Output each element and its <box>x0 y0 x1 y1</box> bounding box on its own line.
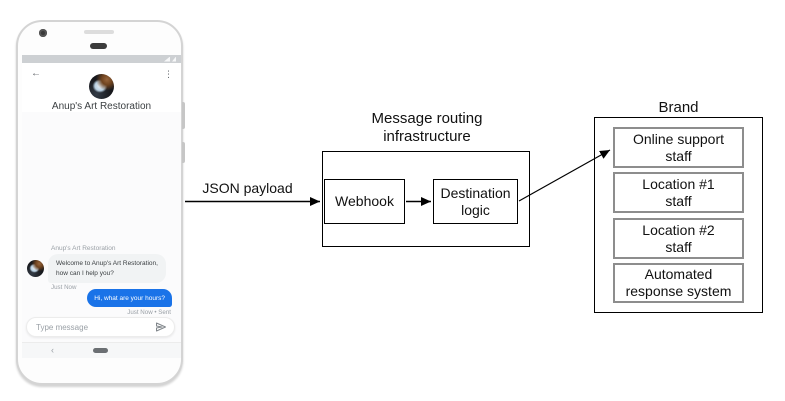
sender-label: Anup's Art Restoration <box>51 245 116 252</box>
brand-title: Brand <box>658 99 699 116</box>
incoming-timestamp: Just Now <box>51 284 77 291</box>
contact-avatar <box>89 74 114 99</box>
destination-logic-box: Destination logic <box>433 179 518 224</box>
incoming-message-bubble: Welcome to Anup's Art Restoration, how c… <box>48 254 166 283</box>
conversation-title: Anup's Art Restoration <box>51 101 152 112</box>
brand-item-location-1: Location #1 staff <box>613 172 744 213</box>
brand-item-online-support: Online support staff <box>613 127 744 168</box>
message-avatar <box>27 260 44 277</box>
message-composer[interactable] <box>26 317 175 337</box>
phone-mockup: ← ⋮ Anup's Art Restoration Anup's Art Re… <box>16 20 185 385</box>
back-arrow-icon[interactable]: ← <box>31 68 41 79</box>
webhook-box: Webhook <box>324 179 405 224</box>
message-input[interactable] <box>36 322 154 332</box>
json-payload-label: JSON payload <box>202 180 293 196</box>
routing-container-box <box>322 151 530 247</box>
overflow-menu-icon[interactable]: ⋮ <box>164 69 173 79</box>
front-camera-icon <box>39 29 47 37</box>
power-button <box>182 102 185 129</box>
signal-icon <box>164 56 170 62</box>
outgoing-timestamp: Just Now • Sent <box>127 309 171 316</box>
nav-home-icon[interactable] <box>93 348 108 353</box>
earpiece-slot <box>84 30 114 34</box>
routing-title: Message routing infrastructure <box>371 110 483 145</box>
status-bar <box>22 55 181 63</box>
volume-button <box>182 142 185 163</box>
chat-header: ← ⋮ Anup's Art Restoration <box>22 63 181 112</box>
brand-container-box <box>594 117 763 313</box>
speaker-grille <box>90 43 107 49</box>
brand-item-automated-response: Automated response system <box>613 263 744 303</box>
outgoing-message-bubble: Hi, what are your hours? <box>87 289 172 307</box>
phone-screen: ← ⋮ Anup's Art Restoration Anup's Art Re… <box>22 55 181 358</box>
nav-back-icon[interactable]: ‹ <box>51 345 54 355</box>
android-nav-bar: ‹ <box>22 342 181 358</box>
chat-body: Anup's Art Restoration Welcome to Anup's… <box>22 112 181 342</box>
send-icon[interactable] <box>154 321 167 334</box>
battery-icon <box>172 56 176 62</box>
brand-item-location-2: Location #2 staff <box>613 218 744 259</box>
